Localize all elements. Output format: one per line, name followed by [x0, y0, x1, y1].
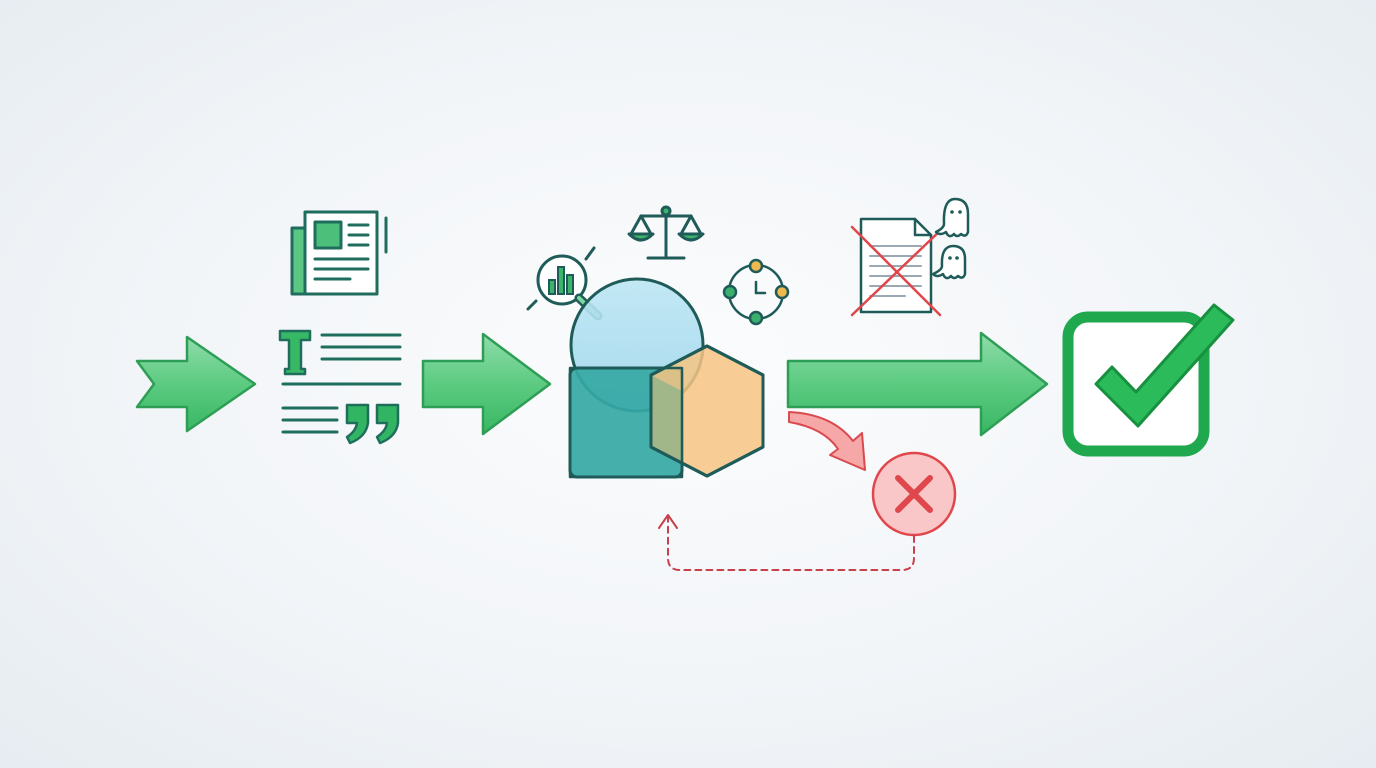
- quote-icon: [345, 403, 400, 445]
- text-type-icon: [278, 329, 312, 376]
- feedback-loop-arrow-icon: [658, 514, 915, 571]
- input-arrow-icon: [135, 335, 257, 433]
- middle-arrow-icon: [421, 332, 552, 436]
- reject-circle-icon: [871, 451, 957, 537]
- reject-branch-arrow-icon: [788, 411, 866, 471]
- text-document-icon: [278, 329, 402, 445]
- crossed-out-document-icon: [850, 217, 946, 317]
- balance-scale-icon: [627, 205, 705, 260]
- cycle-timer-icon: [722, 258, 790, 326]
- output-arrow-icon: [786, 331, 1049, 437]
- close-icon: [895, 475, 933, 513]
- venn-overlap-icon: [568, 277, 765, 479]
- checkbox-check-icon: [1062, 303, 1235, 457]
- newspaper-icon: [290, 210, 388, 296]
- ghost-icon: [931, 197, 970, 280]
